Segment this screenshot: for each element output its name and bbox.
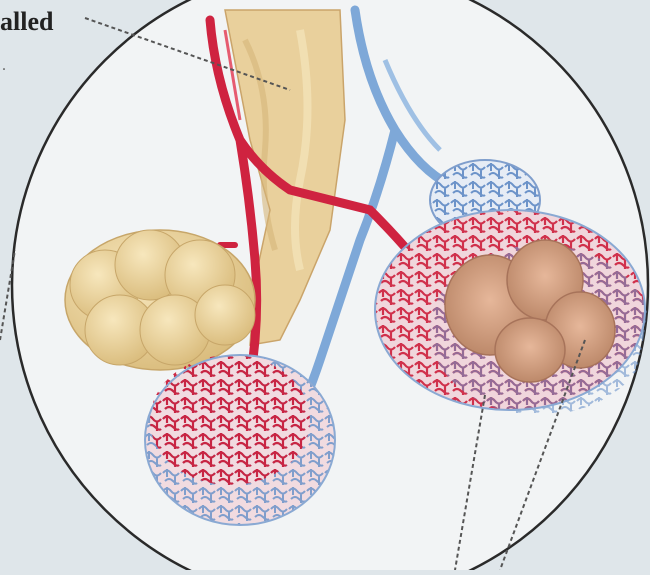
magnified-lens [12, 0, 650, 570]
callout-subtext-fragment: . [2, 57, 6, 74]
alveolar-sac-left [65, 230, 255, 370]
alveolar-sac-capillary-bottom [145, 355, 335, 525]
callout-label-fragment: alled [0, 7, 54, 36]
